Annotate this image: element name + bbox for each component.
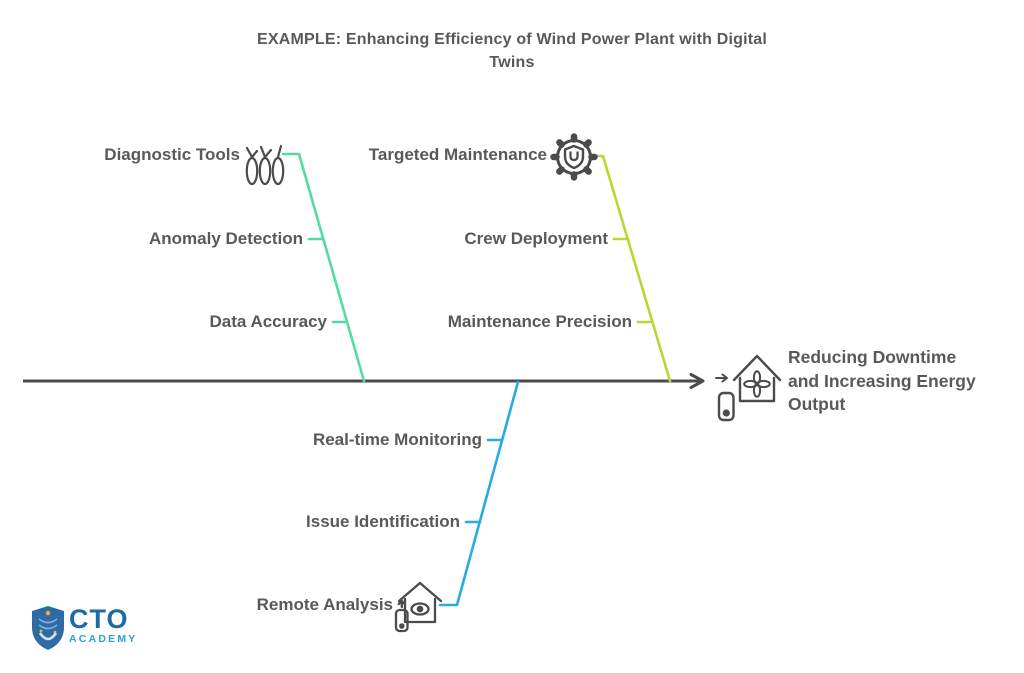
cause-label-realtime-monitoring: Real-time Monitoring xyxy=(312,430,482,449)
logo-texts: CTO ACADEMY xyxy=(69,604,138,646)
cause-label-targeted-maintenance: Targeted Maintenance xyxy=(368,145,547,164)
cause-label-issue-identification: Issue Identification xyxy=(306,512,460,531)
logo-cto-text: CTO xyxy=(69,604,129,634)
logo-shield-icon xyxy=(32,606,64,650)
wind-turbines-icon xyxy=(245,144,285,186)
cto-academy-logo: CTO ACADEMY xyxy=(30,605,138,651)
gear-shield-icon xyxy=(550,133,598,181)
logo-academy-text: ACADEMY xyxy=(69,633,138,645)
spine-line xyxy=(23,373,705,389)
diagram-title: EXAMPLE: Enhancing Efficiency of Wind Po… xyxy=(182,28,842,74)
cause-label-anomaly-detection: Anomaly Detection xyxy=(149,229,303,248)
cause-label-diagnostic-tools: Diagnostic Tools xyxy=(104,145,240,164)
effect-label-line1: Reducing Downtime xyxy=(788,347,957,367)
effect-label: Reducing Downtime and Increasing Energy … xyxy=(788,346,1003,417)
fan-blades xyxy=(743,370,771,398)
effect-label-line2: and Increasing Energy xyxy=(788,370,976,391)
cause-label-remote-analysis: Remote Analysis xyxy=(256,595,393,614)
effect-label-line3: Output xyxy=(788,394,846,414)
remote-monitoring-house-icon xyxy=(394,581,443,633)
branch-line-monitoring xyxy=(438,380,520,607)
cause-label-data-accuracy: Data Accuracy xyxy=(209,312,328,331)
smart-home-energy-icon xyxy=(715,354,782,422)
diagram-title-line2: Twins xyxy=(489,54,535,71)
diagram-title-line1: EXAMPLE: Enhancing Efficiency of Wind Po… xyxy=(256,31,768,48)
branch-line-maintenance xyxy=(590,154,672,383)
cause-label-maintenance-precision: Maintenance Precision xyxy=(447,312,632,331)
cause-label-crew-deployment: Crew Deployment xyxy=(464,229,608,248)
branch-line-diagnostics xyxy=(281,152,366,383)
